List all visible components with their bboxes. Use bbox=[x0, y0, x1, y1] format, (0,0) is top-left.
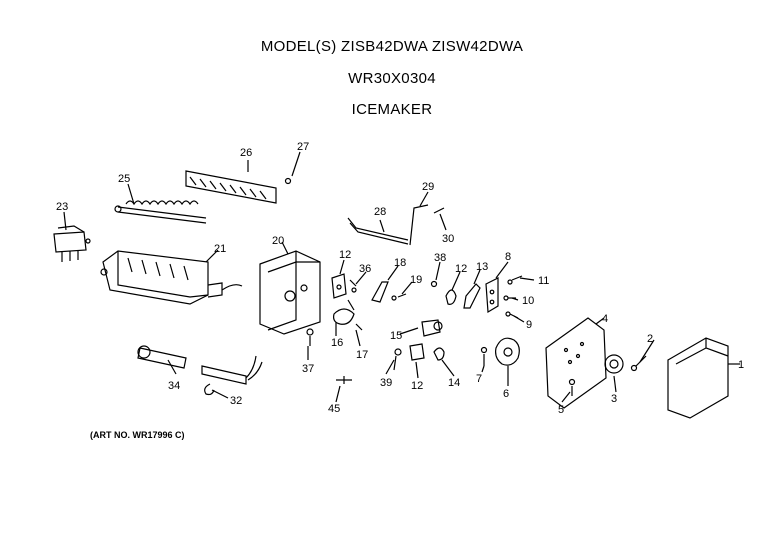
art-number: (ART NO. WR17996 C) bbox=[90, 430, 185, 440]
callout-39: 39 bbox=[380, 377, 392, 389]
callout-5: 5 bbox=[558, 404, 564, 416]
callout-12-mid: 12 bbox=[455, 263, 467, 275]
callout-38: 38 bbox=[434, 252, 446, 264]
part-bracket-18 bbox=[371, 281, 407, 303]
callout-19: 19 bbox=[410, 274, 422, 286]
part-gear bbox=[604, 354, 624, 374]
callout-7: 7 bbox=[476, 373, 482, 385]
part-shutoff-arm bbox=[347, 217, 409, 245]
part-wire-arm bbox=[409, 204, 445, 246]
part-number-title: WR30X0304 bbox=[348, 70, 436, 87]
callout-10: 10 bbox=[522, 295, 534, 307]
part-screw-5 bbox=[568, 378, 576, 396]
part-screw-11 bbox=[507, 275, 523, 285]
part-fill-tube bbox=[137, 345, 187, 369]
part-component-14 bbox=[433, 347, 445, 361]
part-screw-27 bbox=[284, 177, 292, 185]
callout-25: 25 bbox=[118, 173, 130, 185]
part-component-23 bbox=[53, 225, 91, 262]
callout-45: 45 bbox=[328, 403, 340, 415]
part-component-15 bbox=[421, 319, 443, 337]
part-screw-7 bbox=[480, 346, 488, 366]
callout-4: 4 bbox=[602, 313, 608, 325]
part-motor-16 bbox=[333, 299, 355, 325]
callout-23: 23 bbox=[56, 201, 68, 213]
callout-20: 20 bbox=[272, 235, 284, 247]
models-title: MODEL(S) ZISB42DWA ZISW42DWA bbox=[260, 38, 524, 55]
callout-2: 2 bbox=[647, 333, 653, 345]
part-screw-37 bbox=[306, 328, 314, 346]
part-switch-12c bbox=[409, 343, 425, 361]
part-motor-6 bbox=[495, 337, 520, 366]
callout-32: 32 bbox=[230, 395, 242, 407]
callout-12-bottom: 12 bbox=[411, 380, 423, 392]
callout-14: 14 bbox=[448, 377, 460, 389]
callout-3: 3 bbox=[611, 393, 617, 405]
assembly-title: ICEMAKER bbox=[351, 101, 433, 118]
callout-12-top: 12 bbox=[339, 249, 351, 261]
part-cover bbox=[667, 337, 729, 419]
part-screw-39 bbox=[393, 348, 402, 371]
callout-36: 36 bbox=[359, 263, 371, 275]
part-lever-12b bbox=[445, 289, 457, 305]
part-mounting-plate bbox=[545, 317, 607, 409]
part-mold bbox=[100, 250, 243, 305]
callout-26: 26 bbox=[240, 147, 252, 159]
part-screw-38 bbox=[430, 280, 438, 288]
callout-29: 29 bbox=[422, 181, 434, 193]
part-lever-13 bbox=[463, 283, 481, 309]
callout-8: 8 bbox=[505, 251, 511, 263]
callout-28: 28 bbox=[374, 206, 386, 218]
part-housing bbox=[259, 250, 321, 335]
callout-15: 15 bbox=[390, 330, 402, 342]
part-screw-36 bbox=[349, 279, 357, 293]
callout-37: 37 bbox=[302, 363, 314, 375]
callout-13: 13 bbox=[476, 261, 488, 273]
callout-9: 9 bbox=[526, 319, 532, 331]
part-ejector-blade bbox=[185, 170, 277, 204]
callout-27: 27 bbox=[297, 141, 309, 153]
part-plate-8 bbox=[485, 277, 499, 314]
part-stripper bbox=[114, 200, 207, 224]
callout-18: 18 bbox=[394, 257, 406, 269]
callout-labels: 26 27 25 23 21 20 28 29 30 12 36 18 19 3… bbox=[56, 141, 744, 416]
part-clip bbox=[204, 383, 215, 396]
callout-16: 16 bbox=[331, 337, 343, 349]
part-screw-45 bbox=[336, 376, 352, 384]
part-screw-17 bbox=[355, 323, 363, 331]
callout-17: 17 bbox=[356, 349, 368, 361]
callout-21: 21 bbox=[214, 243, 226, 255]
callout-6: 6 bbox=[503, 388, 509, 400]
callout-1: 1 bbox=[738, 359, 744, 371]
part-wire-harness bbox=[201, 355, 263, 385]
part-screw-10 bbox=[503, 295, 516, 301]
callout-11: 11 bbox=[538, 275, 549, 287]
part-switch-12 bbox=[331, 273, 347, 299]
callout-30: 30 bbox=[442, 233, 454, 245]
part-screw-2 bbox=[630, 355, 647, 372]
callout-34: 34 bbox=[168, 380, 180, 392]
